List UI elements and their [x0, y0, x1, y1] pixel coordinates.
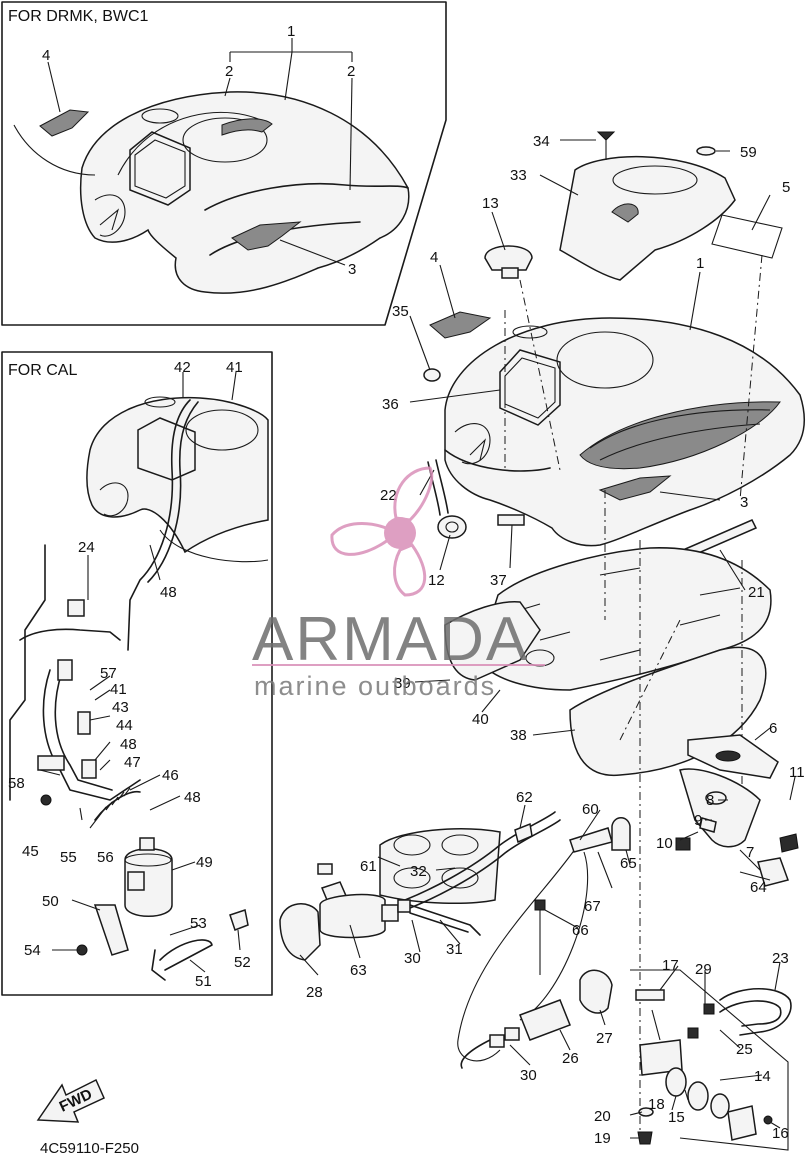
cal-label-42: 42: [174, 359, 191, 376]
label-20: 20: [594, 1108, 611, 1125]
cal-label-46: 46: [162, 767, 179, 784]
label-30b: 30: [520, 1067, 537, 1084]
label-28: 28: [306, 984, 323, 1001]
armada-watermark: ARMADA marine outboards: [252, 466, 545, 701]
cal-label-51: 51: [195, 973, 212, 990]
label-7: 7: [746, 844, 754, 861]
label-40: 40: [472, 711, 489, 728]
label-66: 66: [572, 922, 589, 939]
drmk-label-3: 3: [348, 261, 356, 278]
label-19: 19: [594, 1130, 611, 1147]
cal-box-label: FOR CAL: [8, 362, 77, 379]
label-13: 13: [482, 195, 499, 212]
label-65: 65: [620, 855, 637, 872]
label-10: 10: [656, 835, 673, 852]
label-5: 5: [782, 179, 790, 196]
drmk-label-2b: 2: [347, 63, 355, 80]
label-39: 39: [394, 675, 411, 692]
label-59: 59: [740, 144, 757, 161]
cal-inset: FOR CAL: [1, 351, 273, 996]
label-3: 3: [740, 494, 748, 511]
drmk-box-label: FOR DRMK, BWC1: [8, 8, 149, 25]
cal-label-24: 24: [78, 539, 95, 556]
cal-label-41a: 41: [226, 359, 243, 376]
cal-label-57: 57: [100, 665, 117, 682]
cal-label-55: 55: [60, 849, 77, 866]
label-23: 23: [772, 950, 789, 967]
label-22: 22: [380, 487, 397, 504]
cal-label-53: 53: [190, 915, 207, 932]
figure-code: 4C59110-F250: [40, 1140, 139, 1157]
cal-label-48b: 48: [120, 736, 137, 753]
label-12: 12: [428, 572, 445, 589]
label-31: 31: [446, 941, 463, 958]
label-36: 36: [382, 396, 399, 413]
cal-label-50: 50: [42, 893, 59, 910]
cal-label-45: 45: [22, 843, 39, 860]
label-30a: 30: [404, 950, 421, 967]
drmk-inset: FOR DRMK, BWC1 1 2 2 3 4: [1, 1, 447, 326]
drmk-label-2a: 2: [225, 63, 233, 80]
cal-label-52: 52: [234, 954, 251, 971]
drmk-label-1: 1: [287, 23, 295, 40]
cal-label-49: 49: [196, 854, 213, 871]
label-21: 21: [748, 584, 765, 601]
label-1: 1: [696, 255, 704, 272]
label-14: 14: [754, 1068, 771, 1085]
cal-label-41b: 41: [110, 681, 127, 698]
main-assembly: 34 59 33 5 13 4 1 35 36 22 3 12 37 21 39…: [279, 131, 806, 1151]
label-67: 67: [584, 898, 601, 915]
watermark-brand: ARMADA: [252, 605, 529, 674]
label-38: 38: [510, 727, 527, 744]
label-64: 64: [750, 879, 767, 896]
label-33: 33: [510, 167, 527, 184]
cal-label-48c: 48: [184, 789, 201, 806]
label-63: 63: [350, 962, 367, 979]
cal-label-54: 54: [24, 942, 41, 959]
watermark-tagline: marine outboards: [254, 671, 496, 701]
label-6: 6: [769, 720, 777, 737]
label-61: 61: [360, 858, 377, 875]
fwd-arrow: FWD: [36, 1078, 105, 1123]
cal-label-56: 56: [97, 849, 114, 866]
cal-label-44: 44: [116, 717, 133, 734]
cal-label-58: 58: [8, 775, 25, 792]
label-29: 29: [695, 961, 712, 978]
label-9: 9: [694, 812, 702, 829]
cal-label-43: 43: [112, 699, 129, 716]
cal-label-48a: 48: [160, 584, 177, 601]
label-8: 8: [706, 792, 714, 809]
drmk-label-4: 4: [42, 47, 50, 64]
label-4: 4: [430, 249, 438, 266]
label-60: 60: [582, 801, 599, 818]
cal-label-47: 47: [124, 754, 141, 771]
label-11: 11: [789, 764, 805, 781]
label-35: 35: [392, 303, 409, 320]
label-37: 37: [490, 572, 507, 589]
label-62: 62: [516, 789, 533, 806]
label-32: 32: [410, 863, 427, 880]
label-17: 17: [662, 957, 679, 974]
label-27: 27: [596, 1030, 613, 1047]
label-34: 34: [533, 133, 550, 150]
label-25: 25: [736, 1041, 753, 1058]
label-16: 16: [772, 1125, 789, 1142]
label-26: 26: [562, 1050, 579, 1067]
label-18: 18: [648, 1096, 665, 1113]
label-15: 15: [668, 1109, 685, 1126]
